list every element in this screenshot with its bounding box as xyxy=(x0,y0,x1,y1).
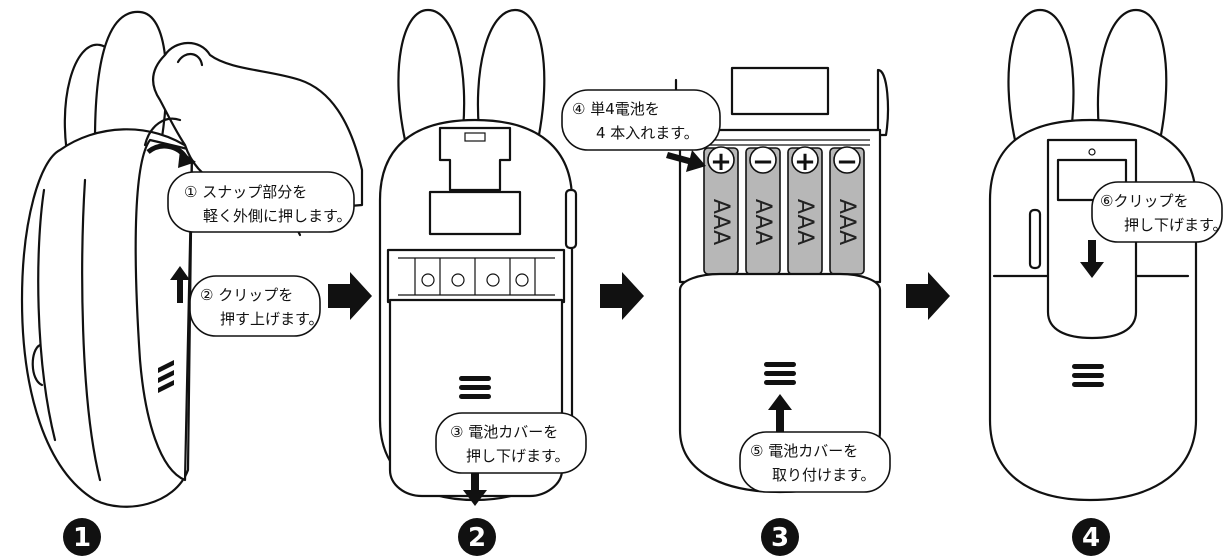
callout-1-line-1: ① スナップ部分を xyxy=(184,183,307,201)
label-window xyxy=(428,190,522,236)
battery-3-label: AAA xyxy=(792,199,817,245)
step-badge-2: 2 xyxy=(458,518,496,556)
step-badge-3: 3 xyxy=(761,518,799,556)
callout-5-line-2: 取り付けます。 xyxy=(772,466,876,484)
battery-4-polarity: − xyxy=(836,147,858,177)
panel-1-side-view xyxy=(20,10,364,508)
rabbit-ear-right xyxy=(1096,8,1168,142)
down-arrow-cover xyxy=(463,462,487,506)
callout-5-line-1: ⑤ 電池カバーを xyxy=(750,442,858,460)
callout-clip-push-down: ⑥クリップを 押し下げます。 xyxy=(1091,181,1228,243)
battery-2-label: AAA xyxy=(750,199,775,245)
step-number-3: 3 xyxy=(771,523,789,553)
next-arrow-1 xyxy=(328,272,372,320)
callout-2-line-2: 押す上げます。 xyxy=(220,310,324,328)
speaker-grille-side xyxy=(158,360,174,393)
speaker-grille xyxy=(459,376,491,399)
step-badge-1: 1 xyxy=(63,518,101,556)
step-number-2: 2 xyxy=(468,523,486,553)
callout-3-line-1: ③ 電池カバーを xyxy=(450,423,558,441)
battery-3-polarity: + xyxy=(794,147,816,177)
callout-4-line-2: 4 本入れます。 xyxy=(596,124,699,142)
next-arrow-2 xyxy=(600,272,644,320)
rabbit-ear-left xyxy=(397,8,466,142)
step-number-4: 4 xyxy=(1082,523,1100,553)
side-button xyxy=(564,188,578,250)
step-badge-4: 4 xyxy=(1072,518,1110,556)
callout-2-line-1: ② クリップを xyxy=(200,286,293,304)
callout-cover-push-down: ③ 電池カバーを 押し下げます。 xyxy=(435,412,587,474)
callout-6-line-2: 押し下げます。 xyxy=(1124,216,1228,234)
step-number-1: 1 xyxy=(73,523,91,553)
rabbit-ear-left xyxy=(1007,8,1075,142)
callout-4-line-1: ④ 単4電池を xyxy=(572,100,660,118)
down-arrow-clip xyxy=(1080,240,1104,278)
panel-3-battery-insert: + − + − AAA AAA AAA AAA xyxy=(666,66,890,494)
up-arrow-clip xyxy=(170,266,190,303)
callout-attach-cover: ⑤ 電池カバーを 取り付けます。 xyxy=(739,431,891,493)
callout-clip-push-up: ② クリップを 押す上げます。 xyxy=(189,275,324,337)
aaa-battery-2: − xyxy=(745,146,781,275)
callout-3-line-2: 押し下げます。 xyxy=(466,447,570,465)
clip-mount xyxy=(438,126,512,192)
battery-2-polarity: − xyxy=(752,147,774,177)
insert-arrow xyxy=(666,150,706,172)
speaker-grille xyxy=(1072,364,1104,387)
next-arrow-3 xyxy=(906,272,950,320)
callout-1-line-2: 軽く外側に押します。 xyxy=(203,207,352,225)
callout-snap-push: ① スナップ部分を 軽く外側に押します。 xyxy=(167,171,355,233)
up-arrow-cover xyxy=(768,394,792,432)
label-window xyxy=(730,66,830,116)
callout-insert-batteries: ④ 単4電池を 4 本入れます。 xyxy=(561,89,721,151)
battery-1-label: AAA xyxy=(708,199,733,245)
side-button xyxy=(1028,208,1042,270)
aaa-battery-4: − xyxy=(829,146,865,275)
speaker-grille xyxy=(764,362,796,385)
callout-6-line-1: ⑥クリップを xyxy=(1100,192,1188,210)
rabbit-ear-right xyxy=(476,8,546,142)
battery-4-label: AAA xyxy=(834,199,859,245)
battery-1-polarity: + xyxy=(710,147,732,177)
panel-4-completed xyxy=(988,8,1198,502)
